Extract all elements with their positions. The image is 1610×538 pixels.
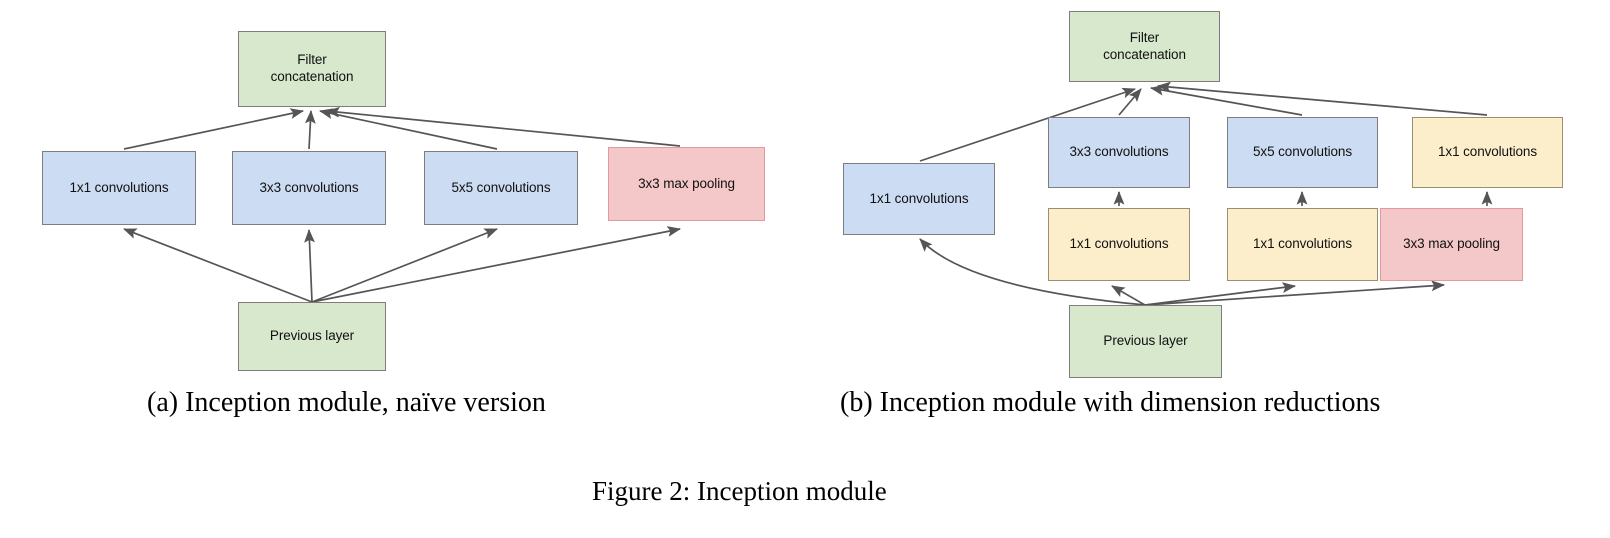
node-conv-1x1-reduce-5x5-b[interactable]: 1x1 convolutions (1227, 208, 1378, 281)
node-conv-1x1-reduce-3x3-b[interactable]: 1x1 convolutions (1048, 208, 1190, 281)
node-maxpool-3x3-b[interactable]: 3x3 max pooling (1380, 208, 1523, 281)
node-conv-3x3-b[interactable]: 3x3 convolutions (1048, 117, 1190, 188)
node-previous-layer-a[interactable]: Previous layer (238, 302, 386, 371)
connector-arrows (123, 81, 1493, 306)
node-conv-5x5-b[interactable]: 5x5 convolutions (1227, 117, 1378, 188)
node-conv-5x5-a[interactable]: 5x5 convolutions (424, 151, 578, 225)
edge-3x3-to-concat-b (1118, 88, 1142, 116)
node-label: 1x1 convolutions (869, 190, 969, 206)
edge-prev-to-pool-b (1144, 280, 1446, 306)
edge-pool-to-concat-a (325, 106, 681, 147)
node-label: Previous layer (1103, 333, 1188, 349)
node-filter-concatenation-b[interactable]: Filter concatenation (1069, 11, 1220, 82)
node-label: 3x3 max pooling (1403, 236, 1500, 252)
figure-area: Filter concatenation 1x1 convolutions 3x… (42, 11, 1563, 378)
edges-diagram-a (123, 106, 682, 303)
subcaption-a: (a) Inception module, naïve version (147, 387, 546, 418)
node-label: Previous layer (269, 328, 355, 344)
edge-prev-to-pool-a (311, 226, 682, 303)
node-maxpool-3x3-a[interactable]: 3x3 max pooling (608, 147, 765, 221)
node-label: 5x5 convolutions (451, 179, 551, 195)
node-conv-3x3-a[interactable]: 3x3 convolutions (232, 151, 386, 225)
edge-prev-to-3x3-a (304, 228, 315, 303)
edge-1x1-to-concat-a (123, 108, 304, 150)
node-label: 1x1 convolutions (1438, 144, 1537, 160)
node-label: 1x1 convolutions (1069, 236, 1169, 252)
edges-diagram-b (919, 81, 1493, 306)
node-label: 3x3 convolutions (259, 179, 359, 195)
edge-prev-to-1x1-direct-b (919, 238, 1146, 306)
node-label: 3x3 convolutions (1069, 144, 1169, 160)
node-label: 1x1 convolutions (1253, 236, 1352, 252)
node-conv-1x1-direct-b[interactable]: 1x1 convolutions (843, 163, 995, 235)
edge-prev-to-1x1r3-b (1111, 285, 1146, 306)
edge-prev-to-5x5-a (311, 228, 498, 303)
edge-5x5-to-concat-b (1149, 84, 1303, 116)
node-label: 5x5 convolutions (1253, 144, 1352, 160)
node-filter-concatenation-a[interactable]: Filter concatenation (238, 31, 386, 107)
node-previous-layer-b[interactable]: Previous layer (1069, 305, 1222, 378)
edge-1x1-direct-to-concat-b (919, 87, 1136, 162)
node-label: Filter concatenation (270, 52, 354, 84)
edge-1x1after-to-concat-b (1156, 81, 1488, 116)
edge-prev-to-1x1-a (123, 228, 313, 303)
edge-3x3-to-concat-a (304, 109, 316, 150)
node-label: 1x1 convolutions (69, 179, 169, 195)
node-conv-1x1-a[interactable]: 1x1 convolutions (42, 151, 196, 225)
node-conv-1x1-after-pool-b[interactable]: 1x1 convolutions (1412, 117, 1563, 188)
edge-prev-to-1x1r5-b (1144, 282, 1297, 306)
subcaption-b: (b) Inception module with dimension redu… (840, 387, 1381, 418)
figure-caption: Figure 2: Inception module (592, 476, 887, 506)
node-label: Filter concatenation (1103, 29, 1186, 62)
edge-5x5-to-concat-a (319, 108, 498, 150)
node-label: 3x3 max pooling (638, 175, 735, 191)
